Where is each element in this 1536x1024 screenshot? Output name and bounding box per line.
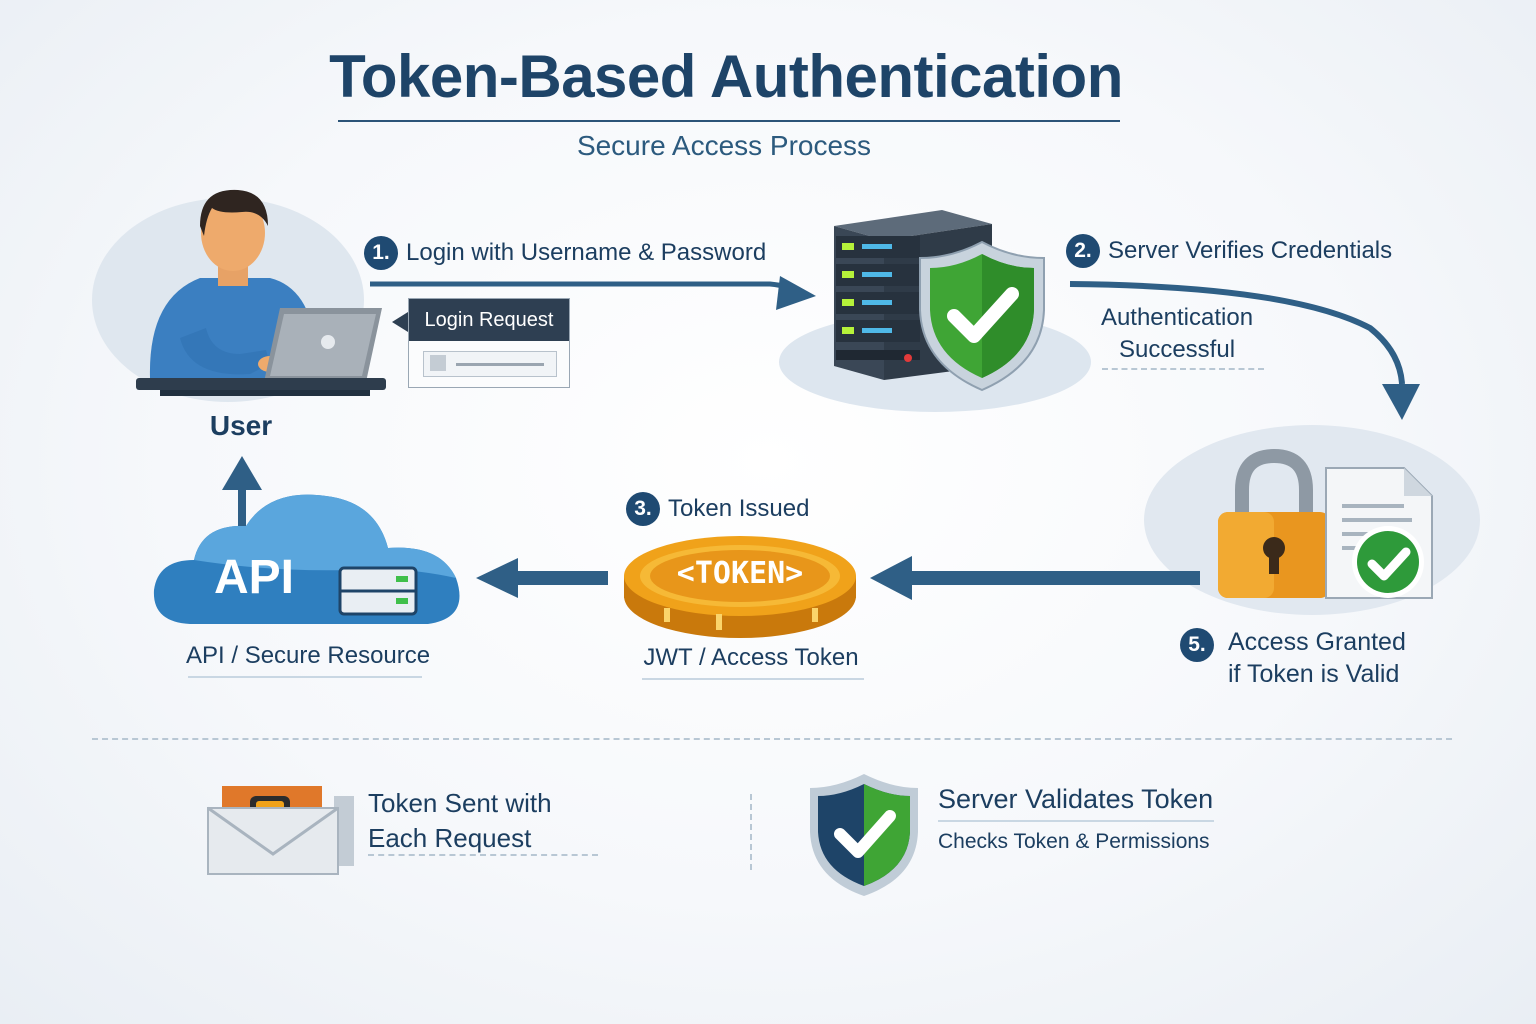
step-3-text: Token Issued [668, 495, 810, 522]
footer-left-line-2: Each Request [368, 823, 532, 853]
footer-divider [750, 794, 752, 870]
step-3-label: 3. Token Issued [626, 492, 809, 526]
title-divider [338, 120, 1120, 122]
page-subtitle: Secure Access Process [576, 130, 872, 161]
step-1-label: 1. Login with Username & Password [364, 236, 766, 270]
auth-success-note: Authentication Successful [1092, 302, 1262, 366]
step-2-text: Server Verifies Credentials [1108, 237, 1393, 264]
login-request-card: Login Request [408, 298, 570, 388]
arrow-login-to-server [370, 276, 816, 310]
user-label: User [209, 410, 273, 441]
footer-left-text: Token Sent with Each Request [368, 786, 552, 856]
login-field [423, 351, 557, 377]
auth-note-underline [1102, 368, 1264, 370]
step-5-line-2: if Token is Valid [1228, 660, 1400, 688]
footer-left-line-1: Token Sent with [368, 788, 552, 818]
token-caption-underline [642, 678, 864, 680]
step-5-badge: 5. [1180, 628, 1214, 662]
step-1-text: Login with Username & Password [406, 239, 767, 266]
arrow-token-to-api [476, 558, 608, 598]
cloud-icon [153, 494, 460, 624]
shield-check-icon [919, 240, 1045, 392]
card-pointer [392, 312, 408, 332]
step-5-line-1: Access Granted [1228, 628, 1406, 656]
step-5-label: Access Granted if Token is Valid [1228, 626, 1406, 690]
padlock-icon [1218, 448, 1330, 598]
footer-left-underline [368, 854, 598, 856]
arrow-server-to-access [1069, 281, 1420, 420]
step-2-label: 2. Server Verifies Credentials [1066, 234, 1392, 268]
auth-note-line-2: Successful [1118, 336, 1236, 363]
token-text: <TOKEN> [676, 556, 804, 591]
login-request-title: Login Request [409, 299, 569, 341]
section-divider [92, 738, 1452, 740]
api-text: API [214, 551, 295, 604]
step-3-badge: 3. [626, 492, 660, 526]
token-coin-icon [624, 536, 856, 638]
footer-right-title: Server Validates Token [938, 784, 1214, 814]
token-caption: JWT / Access Token [643, 644, 859, 671]
page-title: Token-Based Authentication [329, 43, 1123, 110]
step-2-badge: 2. [1066, 234, 1100, 268]
envelope-icon [207, 786, 354, 875]
shield-check-icon [810, 774, 918, 896]
api-caption-underline [188, 676, 422, 678]
arrow-access-to-token [870, 556, 1200, 600]
footer-right-underline [938, 820, 1214, 822]
arrow-api-to-user [222, 456, 262, 526]
step-1-badge: 1. [364, 236, 398, 270]
laptop-icon [136, 308, 386, 396]
api-caption: API / Secure Resource [186, 642, 431, 669]
check-badge-icon [1352, 526, 1424, 598]
auth-note-line-1: Authentication [1100, 304, 1254, 331]
footer-right-subtitle: Checks Token & Permissions [938, 830, 1210, 853]
avatar-icon [430, 355, 446, 371]
